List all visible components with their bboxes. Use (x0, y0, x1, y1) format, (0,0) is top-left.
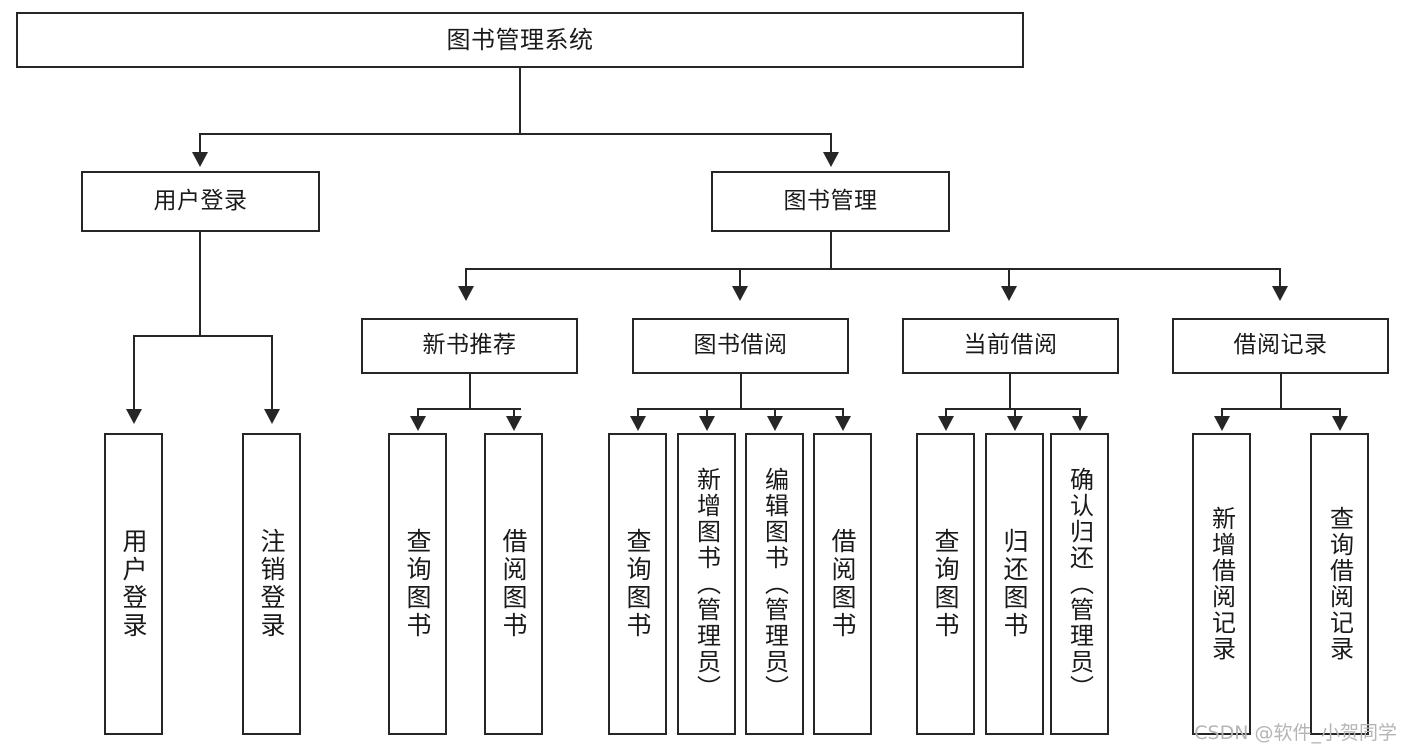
arrowhead-current-borrow-leaf-3 (1072, 416, 1088, 431)
arrowhead-current-borrow (1001, 286, 1017, 301)
node-label: 图书管理 (783, 187, 878, 214)
arrowhead-root-to-book-mgmt (823, 152, 839, 167)
leaf-book-borrow-borrow[interactable]: 借阅图书 (813, 433, 872, 735)
node-label: 注销登录 (257, 528, 286, 640)
connector-book-mgmt-drop-3 (1008, 268, 1010, 288)
arrowhead-book-borrow-leaf-2 (699, 416, 715, 431)
node-label: 借阅图书 (828, 528, 857, 640)
node-label: 新增图书（管理员） (692, 467, 721, 701)
arrowhead-current-borrow-leaf-2 (1007, 416, 1023, 431)
connector-root-to-user-login (199, 133, 201, 155)
connector-book-borrow-drop-1 (637, 408, 639, 418)
leaf-new-book-borrow[interactable]: 借阅图书 (484, 433, 543, 735)
node-new-book-recommend[interactable]: 新书推荐 (361, 318, 578, 374)
leaf-new-book-query[interactable]: 查询图书 (388, 433, 447, 735)
node-root-system[interactable]: 图书管理系统 (16, 12, 1024, 68)
arrowhead-current-borrow-leaf-1 (938, 416, 954, 431)
node-label: 图书借阅 (693, 332, 788, 359)
leaf-user-login-logout[interactable]: 注销登录 (242, 433, 301, 735)
connector-current-borrow-drop-3 (1079, 408, 1081, 418)
connector-borrow-record-drop-2 (1339, 408, 1341, 418)
connector-user-login-stem (199, 232, 201, 336)
connector-book-mgmt-drop-4 (1279, 268, 1281, 288)
connector-current-borrow-stem (1009, 374, 1011, 409)
arrowhead-borrow-record (1272, 286, 1288, 301)
node-borrow-record[interactable]: 借阅记录 (1172, 318, 1389, 374)
arrowhead-book-borrow-leaf-4 (835, 416, 851, 431)
connector-book-mgmt-bar (465, 268, 1280, 270)
node-label: 用户登录 (153, 187, 248, 214)
connector-root-stem (519, 68, 521, 134)
connector-new-book-bar (417, 408, 521, 410)
node-label: 新书推荐 (422, 332, 517, 359)
node-book-borrow[interactable]: 图书借阅 (632, 318, 849, 374)
node-current-borrow[interactable]: 当前借阅 (902, 318, 1119, 374)
leaf-user-login-login[interactable]: 用户登录 (104, 433, 163, 735)
node-label: 查询图书 (623, 528, 652, 640)
leaf-book-borrow-edit-admin[interactable]: 编辑图书（管理员） (745, 433, 804, 735)
connector-current-borrow-drop-2 (1014, 408, 1016, 418)
leaf-borrow-record-query[interactable]: 查询借阅记录 (1310, 433, 1369, 735)
arrowhead-book-borrow-leaf-1 (630, 416, 646, 431)
leaf-book-borrow-query[interactable]: 查询图书 (608, 433, 667, 735)
connector-user-login-drop-1 (133, 335, 135, 411)
connector-new-book-drop-2 (513, 408, 515, 418)
leaf-current-borrow-query[interactable]: 查询图书 (916, 433, 975, 735)
arrowhead-root-to-user-login (192, 152, 208, 167)
leaf-borrow-record-add[interactable]: 新增借阅记录 (1192, 433, 1251, 735)
connector-book-mgmt-drop-1 (465, 268, 467, 288)
node-label: 查询图书 (403, 528, 432, 640)
connector-borrow-record-bar (1221, 408, 1339, 410)
node-label: 查询图书 (931, 528, 960, 640)
connector-book-mgmt-stem (830, 232, 832, 269)
watermark: CSDN @软件_小贺同学 (1194, 722, 1397, 744)
arrowhead-book-borrow-leaf-3 (767, 416, 783, 431)
node-label: 图书管理系统 (446, 25, 594, 54)
connector-current-borrow-drop-1 (945, 408, 947, 418)
node-label: 借阅记录 (1233, 332, 1328, 359)
arrowhead-new-book (458, 286, 474, 301)
node-label: 归还图书 (1000, 528, 1029, 640)
connector-borrow-record-stem (1280, 374, 1282, 409)
connector-book-mgmt-drop-2 (739, 268, 741, 288)
connector-borrow-record-drop-1 (1221, 408, 1223, 418)
node-label: 用户登录 (119, 528, 148, 640)
connector-book-borrow-bar (637, 408, 843, 410)
arrowhead-borrow-record-leaf-2 (1332, 416, 1348, 431)
node-label: 借阅图书 (499, 528, 528, 640)
connector-book-borrow-drop-4 (842, 408, 844, 418)
arrowhead-borrow-record-leaf-1 (1214, 416, 1230, 431)
arrowhead-new-book-leaf-1 (410, 416, 426, 431)
leaf-current-borrow-return[interactable]: 归还图书 (985, 433, 1044, 735)
node-label: 确认归还（管理员） (1065, 467, 1094, 701)
connector-current-borrow-bar (945, 408, 1080, 410)
connector-root-to-book-mgmt (830, 133, 832, 155)
node-label: 新增借阅记录 (1207, 506, 1236, 662)
connector-book-borrow-drop-3 (774, 408, 776, 418)
arrowhead-user-login-leaf-1 (126, 409, 142, 424)
connector-new-book-stem (469, 374, 471, 409)
arrowhead-user-login-leaf-2 (264, 409, 280, 424)
connector-book-borrow-stem (740, 374, 742, 409)
arrowhead-book-borrow (732, 286, 748, 301)
connector-user-login-drop-2 (271, 335, 273, 411)
node-label: 查询借阅记录 (1325, 506, 1354, 662)
node-user-login[interactable]: 用户登录 (81, 171, 320, 232)
connector-book-borrow-drop-2 (706, 408, 708, 418)
node-label: 编辑图书（管理员） (760, 467, 789, 701)
leaf-current-borrow-confirm-admin[interactable]: 确认归还（管理员） (1050, 433, 1109, 735)
leaf-book-borrow-add-admin[interactable]: 新增图书（管理员） (677, 433, 736, 735)
arrowhead-new-book-leaf-2 (506, 416, 522, 431)
connector-new-book-drop-1 (417, 408, 419, 418)
node-book-management[interactable]: 图书管理 (711, 171, 950, 232)
node-label: 当前借阅 (963, 332, 1058, 359)
connector-user-login-bar (133, 335, 273, 337)
connector-root-bar (199, 133, 831, 135)
